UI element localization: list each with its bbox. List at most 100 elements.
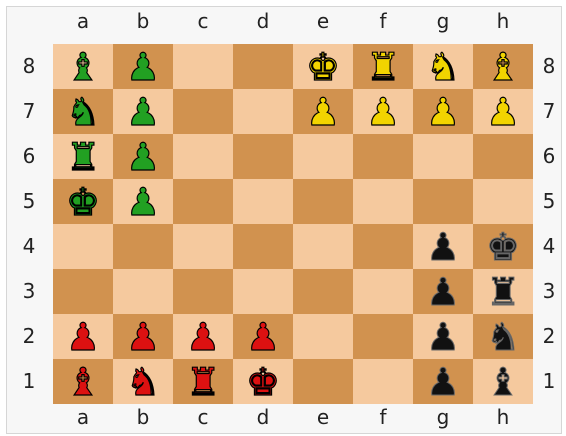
square-e2[interactable]	[293, 314, 353, 359]
red-pawn-icon[interactable]: ♟	[246, 318, 280, 356]
black-king-icon[interactable]: ♚	[486, 228, 520, 266]
square-c5[interactable]	[173, 179, 233, 224]
red-pawn-icon[interactable]: ♟	[126, 318, 160, 356]
square-f8[interactable]: ♜	[353, 44, 413, 89]
file-label: f	[353, 404, 413, 430]
black-pawn-icon[interactable]: ♟	[426, 363, 460, 401]
black-knight-icon[interactable]: ♞	[486, 318, 520, 356]
square-e4[interactable]	[293, 224, 353, 269]
black-pawn-icon[interactable]: ♟	[426, 228, 460, 266]
square-c3[interactable]	[173, 269, 233, 314]
square-e6[interactable]	[293, 134, 353, 179]
square-h8[interactable]: ♝	[473, 44, 533, 89]
red-king-icon[interactable]: ♚	[246, 363, 280, 401]
square-h5[interactable]	[473, 179, 533, 224]
square-f7[interactable]: ♟	[353, 89, 413, 134]
green-king-icon[interactable]: ♚	[66, 183, 100, 221]
red-rook-icon[interactable]: ♜	[186, 363, 220, 401]
square-c4[interactable]	[173, 224, 233, 269]
square-a8[interactable]: ♝	[53, 44, 113, 89]
square-d6[interactable]	[233, 134, 293, 179]
square-a2[interactable]: ♟	[53, 314, 113, 359]
red-bishop-icon[interactable]: ♝	[66, 363, 100, 401]
square-g7[interactable]: ♟	[413, 89, 473, 134]
file-label: a	[53, 8, 113, 34]
square-d3[interactable]	[233, 269, 293, 314]
green-pawn-icon[interactable]: ♟	[126, 93, 160, 131]
square-c8[interactable]	[173, 44, 233, 89]
square-e3[interactable]	[293, 269, 353, 314]
square-a5[interactable]: ♚	[53, 179, 113, 224]
square-f6[interactable]	[353, 134, 413, 179]
square-d5[interactable]	[233, 179, 293, 224]
yellow-pawn-icon[interactable]: ♟	[306, 93, 340, 131]
square-d1[interactable]: ♚	[233, 359, 293, 404]
square-a4[interactable]	[53, 224, 113, 269]
yellow-pawn-icon[interactable]: ♟	[366, 93, 400, 131]
black-rook-icon[interactable]: ♜	[486, 273, 520, 311]
square-f3[interactable]	[353, 269, 413, 314]
yellow-rook-icon[interactable]: ♜	[366, 48, 400, 86]
square-b1[interactable]: ♞	[113, 359, 173, 404]
red-pawn-icon[interactable]: ♟	[186, 318, 220, 356]
square-h6[interactable]	[473, 134, 533, 179]
red-knight-icon[interactable]: ♞	[126, 363, 160, 401]
square-c6[interactable]	[173, 134, 233, 179]
file-label: g	[413, 404, 473, 430]
green-pawn-icon[interactable]: ♟	[126, 138, 160, 176]
square-h3[interactable]: ♜	[473, 269, 533, 314]
square-a3[interactable]	[53, 269, 113, 314]
square-c1[interactable]: ♜	[173, 359, 233, 404]
square-g3[interactable]: ♟	[413, 269, 473, 314]
square-c7[interactable]	[173, 89, 233, 134]
square-e8[interactable]: ♚	[293, 44, 353, 89]
square-g4[interactable]: ♟	[413, 224, 473, 269]
yellow-king-icon[interactable]: ♚	[306, 48, 340, 86]
square-h7[interactable]: ♟	[473, 89, 533, 134]
square-a6[interactable]: ♜	[53, 134, 113, 179]
square-e1[interactable]	[293, 359, 353, 404]
square-b2[interactable]: ♟	[113, 314, 173, 359]
square-f2[interactable]	[353, 314, 413, 359]
square-b4[interactable]	[113, 224, 173, 269]
red-pawn-icon[interactable]: ♟	[66, 318, 100, 356]
square-g1[interactable]: ♟	[413, 359, 473, 404]
square-h1[interactable]: ♝	[473, 359, 533, 404]
square-h4[interactable]: ♚	[473, 224, 533, 269]
square-g5[interactable]	[413, 179, 473, 224]
black-bishop-icon[interactable]: ♝	[486, 363, 520, 401]
rank-labels-left: 8 7 6 5 4 3 2 1	[16, 44, 42, 404]
black-pawn-icon[interactable]: ♟	[426, 273, 460, 311]
square-a1[interactable]: ♝	[53, 359, 113, 404]
square-b7[interactable]: ♟	[113, 89, 173, 134]
square-d8[interactable]	[233, 44, 293, 89]
square-g6[interactable]	[413, 134, 473, 179]
green-rook-icon[interactable]: ♜	[66, 138, 100, 176]
square-e5[interactable]	[293, 179, 353, 224]
square-f5[interactable]	[353, 179, 413, 224]
square-c2[interactable]: ♟	[173, 314, 233, 359]
square-d4[interactable]	[233, 224, 293, 269]
square-g2[interactable]: ♟	[413, 314, 473, 359]
yellow-knight-icon[interactable]: ♞	[426, 48, 460, 86]
square-d2[interactable]: ♟	[233, 314, 293, 359]
square-g8[interactable]: ♞	[413, 44, 473, 89]
square-h2[interactable]: ♞	[473, 314, 533, 359]
green-knight-icon[interactable]: ♞	[66, 93, 100, 131]
square-b5[interactable]: ♟	[113, 179, 173, 224]
square-a7[interactable]: ♞	[53, 89, 113, 134]
yellow-bishop-icon[interactable]: ♝	[486, 48, 520, 86]
yellow-pawn-icon[interactable]: ♟	[426, 93, 460, 131]
square-f1[interactable]	[353, 359, 413, 404]
square-d7[interactable]	[233, 89, 293, 134]
yellow-pawn-icon[interactable]: ♟	[486, 93, 520, 131]
square-e7[interactable]: ♟	[293, 89, 353, 134]
green-pawn-icon[interactable]: ♟	[126, 48, 160, 86]
green-bishop-icon[interactable]: ♝	[66, 48, 100, 86]
square-b8[interactable]: ♟	[113, 44, 173, 89]
square-b3[interactable]	[113, 269, 173, 314]
black-pawn-icon[interactable]: ♟	[426, 318, 460, 356]
square-b6[interactable]: ♟	[113, 134, 173, 179]
green-pawn-icon[interactable]: ♟	[126, 183, 160, 221]
square-f4[interactable]	[353, 224, 413, 269]
